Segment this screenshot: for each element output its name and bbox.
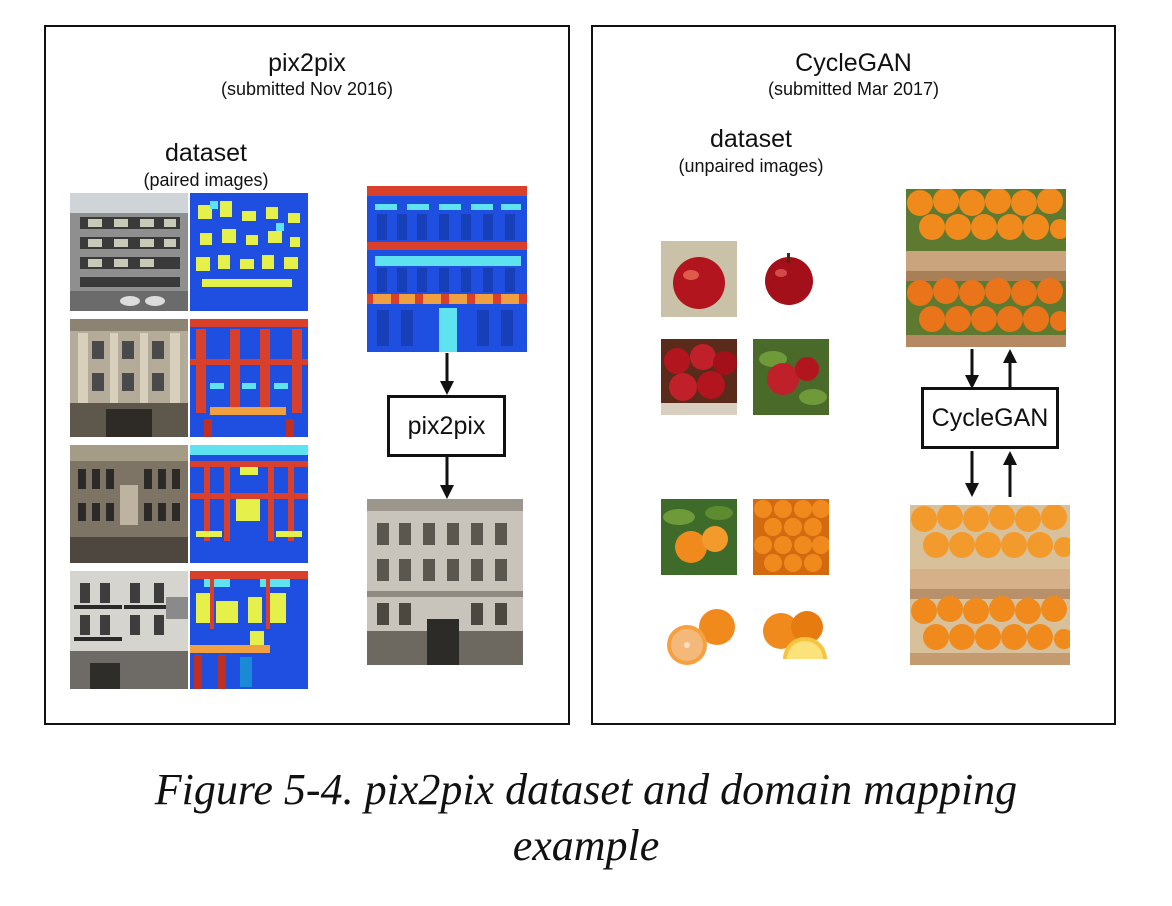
figure-caption-line-1: Figure 5-4. pix2pix dataset and domain m…	[154, 765, 1018, 814]
output-facade-photo	[367, 499, 523, 665]
facade-photo	[70, 571, 188, 689]
orange-photo	[753, 499, 829, 575]
cyclegan-submitted-date: (submitted Mar 2017)	[767, 79, 940, 99]
facade-label-map	[190, 571, 308, 689]
arrow-down-icon	[965, 451, 979, 497]
apple-photo	[661, 241, 737, 317]
facade-photo	[70, 319, 188, 437]
facade-label-map	[190, 193, 308, 311]
cyclegan-dataset-label: dataset (unpaired images)	[651, 125, 851, 177]
pix2pix-dataset-label: dataset (paired images)	[106, 139, 306, 191]
cyclegan-model-box: CycleGAN	[921, 387, 1059, 449]
pix2pix-title: pix2pix	[268, 49, 346, 77]
dataset-subheading: (unpaired images)	[678, 156, 824, 176]
apple-photo	[753, 339, 829, 415]
figure-caption: Figure 5-4. pix2pix dataset and domain m…	[0, 762, 1172, 874]
cyclegan-panel: CycleGAN (submitted Mar 2017) dataset (u…	[591, 25, 1116, 725]
pix2pix-submitted-date: (submitted Nov 2016)	[220, 79, 394, 99]
arrow-down-icon	[965, 349, 979, 389]
arrow-down-icon	[440, 457, 454, 499]
dataset-subheading: (paired images)	[143, 170, 269, 190]
facade-photo	[70, 193, 188, 311]
facade-label-map	[190, 445, 308, 563]
orange-photo	[753, 597, 833, 677]
cyclegan-title: CycleGAN	[795, 49, 912, 77]
dataset-heading: dataset	[164, 139, 247, 167]
figure-caption-line-2: example	[512, 821, 660, 870]
orange-photo	[661, 597, 741, 677]
input-facade-label-map	[367, 186, 527, 352]
facade-label-map	[190, 319, 308, 437]
apple-photo	[753, 241, 825, 313]
cyclegan-bottom-orange-boxes	[910, 505, 1070, 665]
dataset-heading: dataset	[709, 125, 792, 153]
arrow-up-icon	[1003, 349, 1017, 389]
arrow-down-icon	[440, 353, 454, 395]
arrow-up-icon	[1003, 451, 1017, 497]
orange-photo	[661, 499, 737, 575]
cyclegan-top-orange-boxes	[906, 189, 1066, 347]
facade-photo	[70, 445, 188, 563]
apple-photo	[661, 339, 737, 415]
pix2pix-panel: pix2pix (submitted Nov 2016) dataset (pa…	[44, 25, 570, 725]
pix2pix-model-box: pix2pix	[387, 395, 506, 457]
